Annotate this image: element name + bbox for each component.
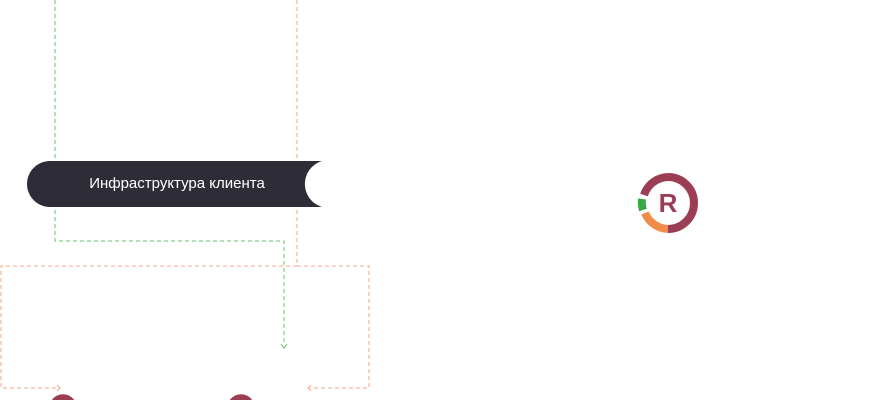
orange-connector-left	[0, 265, 297, 389]
orange-arrow-left	[56, 384, 61, 392]
green-connector	[54, 0, 285, 345]
logo-letter: R	[658, 188, 678, 218]
brand-logo-icon	[637, 173, 698, 233]
node-circle-right	[229, 394, 253, 400]
orange-arrow-right	[307, 384, 312, 392]
client-infrastructure-pill	[27, 161, 322, 207]
node-circle-left	[51, 394, 75, 400]
orange-connector-right	[297, 265, 370, 389]
client-infrastructure-label: Инфраструктура клиента	[89, 175, 265, 192]
green-arrow-head	[280, 343, 288, 349]
